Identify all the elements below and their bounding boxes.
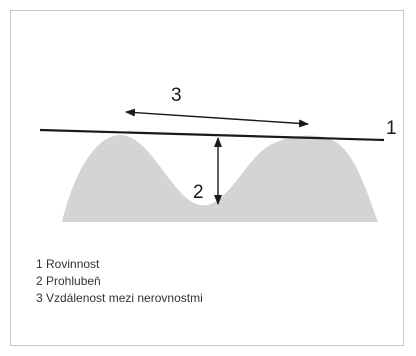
legend: 1 Rovinnost 2 Prohlubeň 3 Vzdálenost mez… xyxy=(36,256,203,307)
legend-item-flatness: 1 Rovinnost xyxy=(36,257,100,271)
legend-item-depression: 2 Prohlubeň xyxy=(36,274,101,288)
legend-item-spacing: 3 Vzdálenost mezi nerovnostmi xyxy=(36,291,203,305)
label-plane: 1 xyxy=(386,118,397,139)
label-depression: 2 xyxy=(193,182,204,203)
spacing-arrow xyxy=(125,108,309,128)
reference-plane-line xyxy=(39,128,385,142)
label-spacing: 3 xyxy=(171,85,182,106)
surface-profile xyxy=(62,134,378,222)
